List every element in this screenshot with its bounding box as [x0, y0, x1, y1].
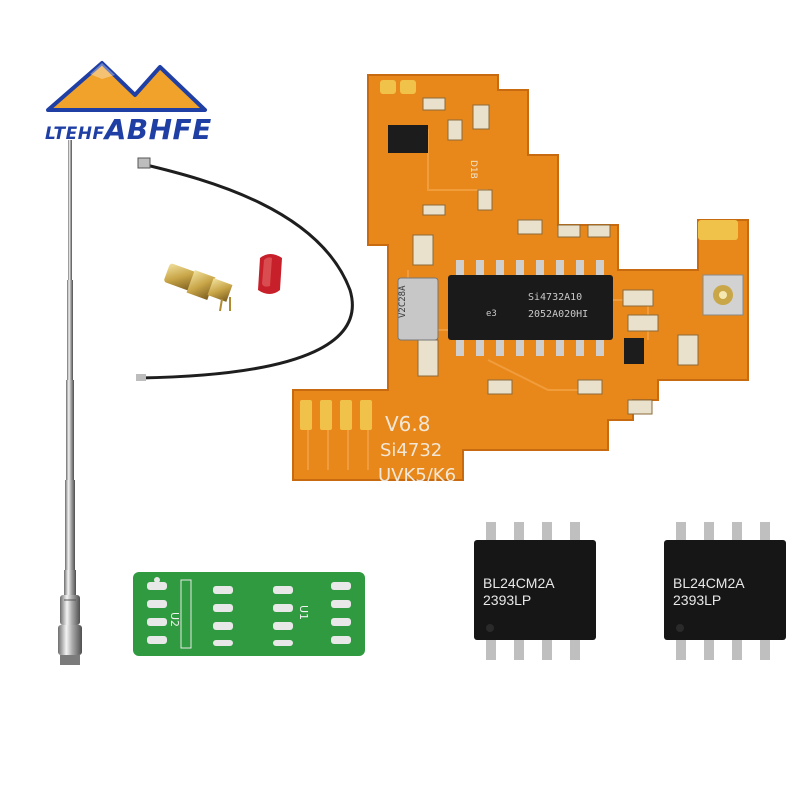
red-dust-cap — [258, 254, 282, 294]
adapter-label-u1: U1 — [297, 605, 310, 621]
sma-connector — [164, 263, 233, 312]
eeprom-2-line2: 2393LP — [673, 592, 722, 608]
eeprom-1-line2: 2393LP — [483, 592, 532, 608]
coax-pigtail-cable — [136, 157, 354, 381]
pcb-model-label: UVK5/K6 — [378, 465, 457, 486]
eeprom-chip-1 — [474, 522, 596, 660]
brand-logo-suffix: ABHFE — [104, 113, 212, 146]
telescopic-antenna — [58, 140, 82, 665]
main-chip-logo: e3 — [486, 309, 497, 319]
pcb-version-label: V6.8 — [385, 412, 431, 436]
eeprom-chip-2 — [664, 522, 786, 660]
brand-logo-prefix: LTEHF — [45, 124, 105, 144]
pcb-diode-label: D1B — [468, 160, 478, 179]
eeprom-1-marking: BL24CM2A 2393LP — [483, 575, 555, 609]
pcb-chip-name-label: Si4732 — [380, 440, 443, 461]
adapter-label-u2: U2 — [168, 612, 181, 628]
main-chip-line2: 2052A020HI — [528, 309, 589, 320]
main-chip-line1: Si4732A10 — [528, 292, 583, 303]
brand-logo-text: LTEHFABHFE — [45, 113, 212, 146]
si4732-pcb-board — [292, 74, 749, 481]
eeprom-2-line1: BL24CM2A — [673, 575, 745, 591]
eeprom-2-marking: BL24CM2A 2393LP — [673, 575, 745, 609]
crystal-label: V2C28A — [398, 285, 408, 318]
eeprom-1-line1: BL24CM2A — [483, 575, 555, 591]
brand-mountain-icon — [46, 61, 207, 112]
green-adapter-board — [133, 572, 365, 656]
